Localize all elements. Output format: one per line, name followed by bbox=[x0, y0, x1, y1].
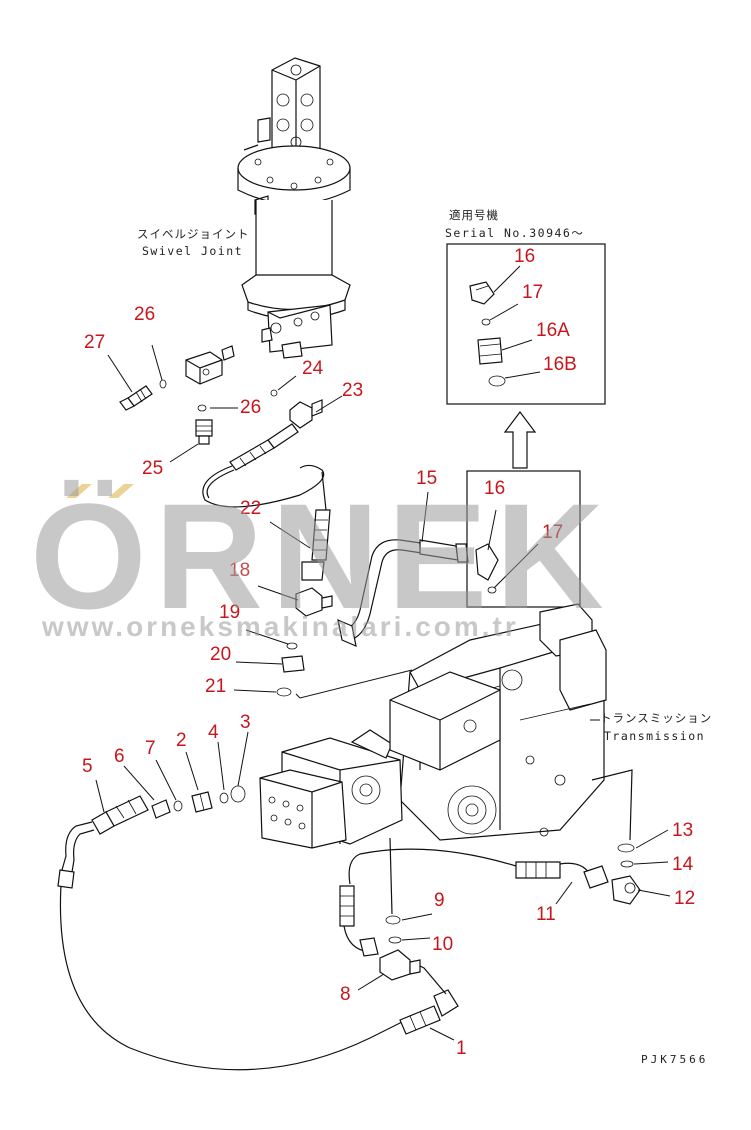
callout-26-bottom: 26 bbox=[240, 397, 261, 418]
swivel-joint-label-jp: スイベルジョイント bbox=[137, 227, 250, 241]
detail-arrow-icon bbox=[503, 411, 537, 469]
callout-7: 7 bbox=[145, 738, 156, 759]
callout-5: 5 bbox=[82, 756, 93, 777]
callout-25: 25 bbox=[142, 458, 163, 479]
callout-20: 20 bbox=[210, 644, 231, 665]
swivel-joint-drawing bbox=[237, 57, 351, 359]
callout-14: 14 bbox=[672, 854, 694, 875]
callout-2: 2 bbox=[176, 730, 187, 751]
callout-3: 3 bbox=[240, 712, 251, 733]
lower-hose-group bbox=[339, 769, 641, 981]
callout-13: 13 bbox=[672, 820, 693, 841]
swivel-joint-label-en: Swivel Joint bbox=[142, 244, 243, 258]
callout-9: 9 bbox=[434, 890, 445, 911]
transmission-drawing bbox=[259, 603, 607, 849]
callout-19: 19 bbox=[219, 602, 240, 623]
transmission-label-en: Transmission bbox=[604, 729, 705, 743]
callout-6: 6 bbox=[114, 746, 125, 767]
callout-26-top: 26 bbox=[134, 304, 155, 325]
callout-8: 8 bbox=[340, 984, 351, 1005]
callout-16-detail: 16 bbox=[484, 478, 505, 499]
callout-18: 18 bbox=[229, 560, 250, 581]
watermark-accent-icon bbox=[66, 484, 134, 498]
callout-16-serial: 16 bbox=[514, 246, 535, 267]
transmission-label-jp: トランスミッション bbox=[600, 711, 712, 725]
callout-numbers: 26 27 24 23 26 25 16 17 16A 16B 15 16 17… bbox=[82, 246, 695, 1059]
serial-detail-box bbox=[446, 243, 606, 405]
callout-22: 22 bbox=[240, 498, 261, 519]
callout-16a: 16A bbox=[536, 320, 570, 341]
serial-label-en: Serial No.30946～ bbox=[445, 226, 584, 240]
watermark: ÖRNEK www.orneksmakinalari.com.tr bbox=[30, 472, 612, 642]
callout-4: 4 bbox=[208, 722, 219, 743]
detail-box-mid bbox=[466, 470, 581, 608]
fitting-group-top bbox=[119, 345, 333, 697]
pipe-15-drawing bbox=[337, 539, 469, 648]
callout-16b: 16B bbox=[543, 354, 577, 375]
left-hose-group bbox=[57, 785, 459, 1071]
callout-24: 24 bbox=[302, 358, 324, 379]
callout-15: 15 bbox=[416, 468, 437, 489]
callout-1: 1 bbox=[456, 1038, 467, 1059]
watermark-main: ÖRNEK bbox=[30, 472, 612, 640]
watermark-url: www.orneksmakinalari.com.tr bbox=[41, 611, 519, 642]
callout-10: 10 bbox=[432, 934, 453, 955]
leader-lines bbox=[95, 344, 671, 1041]
callout-27: 27 bbox=[84, 332, 105, 353]
callout-12: 12 bbox=[674, 888, 695, 909]
callout-23: 23 bbox=[342, 380, 363, 401]
serial-label-jp: 適用号機 bbox=[449, 208, 499, 222]
callout-17-serial: 17 bbox=[522, 282, 543, 303]
drawing-code: PJK7566 bbox=[641, 1053, 708, 1066]
callout-11: 11 bbox=[536, 904, 556, 925]
callout-21: 21 bbox=[205, 676, 226, 697]
callout-17-detail: 17 bbox=[542, 522, 563, 543]
